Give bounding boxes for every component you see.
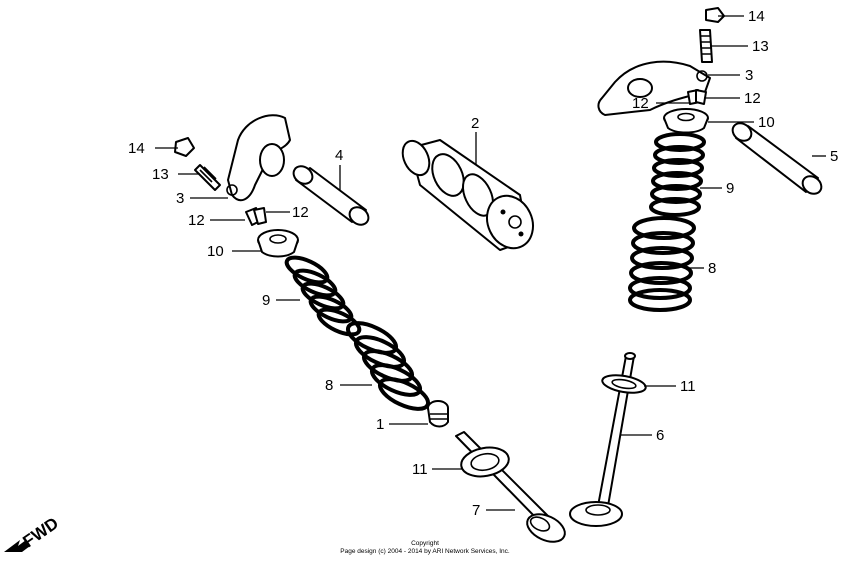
callout-2: 2 (471, 115, 479, 132)
forward-label: FWD (19, 514, 62, 552)
callout-4: 4 (335, 147, 343, 164)
callout-5: 5 (830, 148, 838, 165)
callout-1: 1 (376, 416, 384, 433)
copyright-line-2: Page design (c) 2004 - 2014 by ARI Netwo… (340, 548, 510, 555)
callout-11-right: 11 (680, 378, 696, 395)
inner-valve-spring-left (284, 255, 362, 337)
callout-9-left: 9 (262, 292, 270, 309)
exhaust-valve (455, 431, 566, 543)
copyright-line-1: Copyright (411, 540, 439, 547)
callout-8-right: 8 (708, 260, 716, 277)
camshaft (401, 139, 534, 251)
adjusting-screw-right (699, 29, 713, 63)
valve-guide-ring-left (460, 446, 510, 478)
forward-arrow-icon (4, 540, 30, 552)
callout-labels: 14 13 3 12 12 10 9 4 2 8 1 11 7 14 13 3 … (128, 8, 838, 519)
callout-14-right: 14 (748, 8, 765, 25)
callout-9-right: 9 (726, 180, 734, 197)
callout-11-left: 11 (412, 461, 428, 478)
callout-12-left-a: 12 (188, 212, 205, 229)
callout-10-left: 10 (207, 243, 224, 260)
callout-13-right: 13 (752, 38, 769, 55)
callout-12-left-b: 12 (292, 204, 309, 221)
adjusting-screw-left (194, 164, 221, 191)
callout-3-right: 3 (745, 67, 753, 84)
lock-nut-left (174, 137, 195, 157)
inner-valve-spring-right (649, 132, 706, 217)
valve-stem-seal (427, 400, 449, 428)
callout-13-left: 13 (152, 166, 169, 183)
valve-guide-ring-right (601, 374, 647, 394)
callout-7: 7 (472, 502, 480, 519)
callout-10-right: 10 (758, 114, 775, 131)
callout-12-right-b: 12 (744, 90, 761, 107)
callout-8-left: 8 (325, 377, 333, 394)
valve-spring-retainer-left (257, 229, 299, 258)
forward-direction-indicator: FWD (4, 514, 62, 552)
copyright-notice: Copyright Page design (c) 2004 - 2014 by… (340, 540, 510, 555)
callout-12-right-a: 12 (632, 95, 649, 112)
valve-cotters-right (687, 89, 707, 105)
callout-6: 6 (656, 427, 664, 444)
rocker-shaft-right (731, 122, 823, 195)
intake-valve (569, 352, 636, 527)
valve-spring-retainer-right (663, 108, 709, 134)
outer-valve-spring-right (628, 216, 696, 312)
callout-3-left: 3 (176, 190, 184, 207)
valve-cotters-left (245, 207, 267, 226)
outer-valve-spring-left (345, 321, 431, 411)
rocker-arm-left (226, 114, 291, 202)
rocker-shaft-left (292, 165, 370, 226)
rocker-arm-right (597, 60, 711, 116)
callout-14-left: 14 (128, 140, 145, 157)
lock-nut-right (705, 7, 725, 23)
leader-lines (155, 15, 826, 511)
